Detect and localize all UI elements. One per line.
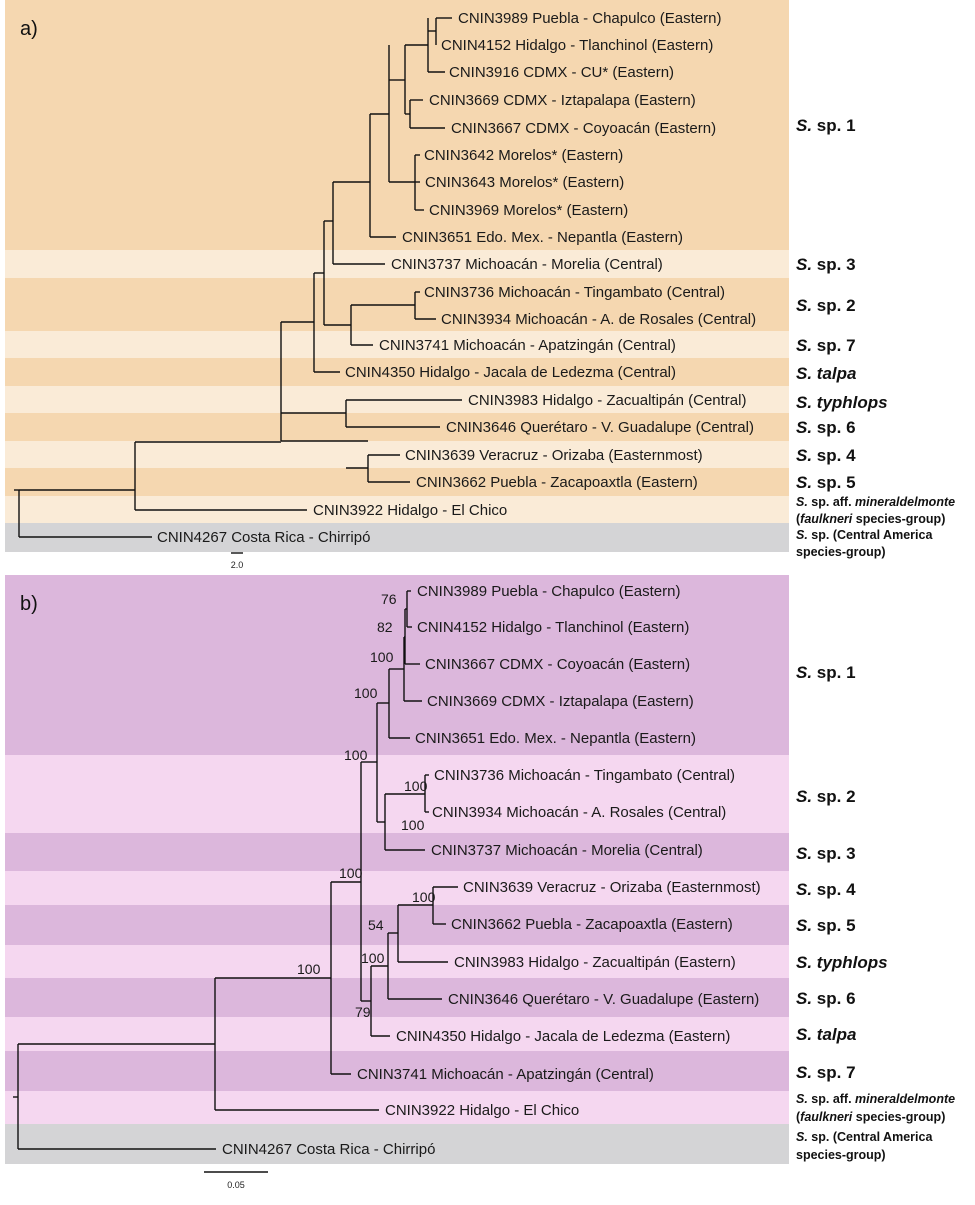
panel-a-tip-label: CNIN3741 Michoacán - Apatzingán (Central… [379,337,676,354]
panel-a-affinity-label-2: (faulkneri species-group) [796,512,945,526]
panel-b-support-value: 100 [339,865,363,881]
panel-b-support-value: 100 [354,685,378,701]
panel-a-tip-label: CNIN3989 Puebla - Chapulco (Eastern) [458,10,721,27]
panel-b-clade-label: S. sp. 3 [796,844,856,863]
panel-b-tip-label: CNIN3646 Querétaro - V. Guadalupe (Easte… [448,991,759,1008]
panel-a-tip-label: CNIN3646 Querétaro - V. Guadalupe (Centr… [446,419,754,436]
panel-b-band-4 [5,905,789,945]
panel-b-tip-label: CNIN3934 Michoacán - A. Rosales (Central… [432,804,726,821]
panel-b-central-america-label-2: species-group) [796,1148,886,1162]
panel-b-affinity-label-2: (faulkneri species-group) [796,1110,945,1124]
panel-a-letter: a) [20,18,38,40]
panel-b-band-2 [5,833,789,871]
panel-a-clade-label: S. sp. 3 [796,255,856,274]
panel-a-scale-label: 2.0 [231,560,244,570]
tree-labels: CNIN3989 Puebla - Chapulco (Eastern) CNIN… [20,10,955,1190]
panel-b-background-bands [5,575,789,1164]
panel-b-tip-label: CNIN4152 Hidalgo - Tlanchinol (Eastern) [417,619,689,636]
panel-a-clade-label: S. talpa [796,364,856,383]
panel-b-support-value: 76 [381,591,397,607]
panel-b-support-value: 100 [370,649,394,665]
panel-a-tip-label: CNIN3669 CDMX - Iztapalapa (Eastern) [429,92,696,109]
panel-a-tip-label: CNIN4267 Costa Rica - Chirripó [157,529,370,546]
panel-b-support-value: 79 [355,1004,371,1020]
panel-b-support-value: 100 [404,778,428,794]
panel-b-central-america-label: S. sp. (Central America [796,1130,933,1144]
panel-b-band-6 [5,978,789,1017]
panel-b-support-value: 100 [401,817,425,833]
panel-b-clade-label: S. talpa [796,1025,856,1044]
panel-b-band-8 [5,1051,789,1091]
panel-b-band-10 [5,1124,789,1164]
panel-a-tip-label: CNIN3639 Veracruz - Orizaba (Easternmost… [405,447,703,464]
panel-a-tip-label: CNIN3983 Hidalgo - Zacualtipán (Central) [468,392,746,409]
panel-b-tip-label: CNIN3639 Veracruz - Orizaba (Easternmost… [463,879,761,896]
panel-a-background-bands [5,0,789,552]
panel-b-clade-label: S. sp. 5 [796,916,856,935]
panel-b-tip-label: CNIN3989 Puebla - Chapulco (Eastern) [417,583,680,600]
panel-b-scale-label: 0.05 [227,1180,245,1190]
panel-b-tip-label: CNIN3922 Hidalgo - El Chico [385,1102,579,1119]
panel-b-tip-label: CNIN3983 Hidalgo - Zacualtipán (Eastern) [454,954,736,971]
panel-a-band-3 [5,331,789,358]
panel-a-clade-label: S. sp. 5 [796,473,856,492]
panel-b-letter: b) [20,593,38,615]
panel-b-clade-label: S. sp. 4 [796,880,856,899]
panel-b-clade-label: S. typhlops [796,953,888,972]
panel-a-band-1 [5,250,789,278]
panel-b-support-value: 100 [412,889,436,905]
panel-a-tip-label: CNIN3916 CDMX - CU* (Eastern) [449,64,674,81]
panel-a-band-0 [5,0,789,250]
panel-a-branches [14,17,462,538]
panel-a-central-america-label-2: species-group) [796,545,886,559]
panel-a-tip-label: CNIN4152 Hidalgo - Tlanchinol (Eastern) [441,37,713,54]
panel-a-tip-label: CNIN3642 Morelos* (Eastern) [424,147,623,164]
panel-b-band-0 [5,575,789,755]
panel-b-band-7 [5,1017,789,1051]
panel-a-tip-label: CNIN3934 Michoacán - A. de Rosales (Cent… [441,311,756,328]
panel-a-band-4 [5,358,789,386]
panel-a-tip-label: CNIN3662 Puebla - Zacapoaxtla (Eastern) [416,474,698,491]
panel-b-tip-label: CNIN3737 Michoacán - Morelia (Central) [431,842,703,859]
panel-b-clade-label: S. sp. 7 [796,1063,856,1082]
panel-a-central-america-label: S. sp. (Central America [796,528,933,542]
panel-b-band-5 [5,945,789,978]
panel-a-tip-label: CNIN3736 Michoacán - Tingambato (Central… [424,284,725,301]
panel-b-support-value: 100 [297,961,321,977]
panel-a-clade-label: S. sp. 6 [796,418,856,437]
panel-b-affinity-label: S. sp. aff. mineraldelmonte [796,1092,955,1106]
panel-b-clade-label: S. sp. 1 [796,663,856,682]
panel-a-tip-label: CNIN3667 CDMX - Coyoacán (Eastern) [451,120,716,137]
panel-a-clade-label: S. sp. 7 [796,336,856,355]
panel-a-affinity-label: S. sp. aff. mineraldelmonte [796,495,955,509]
panel-a-clade-label: S. typhlops [796,393,888,412]
panel-b-support-value: 100 [344,747,368,763]
panel-b-clade-label: S. sp. 6 [796,989,856,1008]
panel-b-tip-label: CNIN3651 Edo. Mex. - Nepantla (Eastern) [415,730,696,747]
panel-b-tip-label: CNIN3662 Puebla - Zacapoaxtla (Eastern) [451,916,733,933]
panel-b-support-value: 54 [368,917,384,933]
panel-a-tip-label: CNIN3651 Edo. Mex. - Nepantla (Eastern) [402,229,683,246]
panel-b-clade-label: S. sp. 2 [796,787,856,806]
panel-a-tip-label: CNIN3969 Morelos* (Eastern) [429,202,628,219]
panel-a-clade-label: S. sp. 2 [796,296,856,315]
panel-b-tip-label: CNIN3669 CDMX - Iztapalapa (Eastern) [427,693,694,710]
panel-a-tip-label: CNIN3643 Morelos* (Eastern) [425,174,624,191]
panel-b-branches [13,590,458,1150]
panel-b-tip-label: CNIN3667 CDMX - Coyoacán (Eastern) [425,656,690,673]
panel-b-band-9 [5,1091,789,1124]
panel-b-tip-label: CNIN3736 Michoacán - Tingambato (Central… [434,767,735,784]
panel-a-tip-label: CNIN4350 Hidalgo - Jacala de Ledezma (Ce… [345,364,676,381]
panel-b-band-3 [5,871,789,905]
panel-a-tip-label: CNIN3737 Michoacán - Morelia (Central) [391,256,663,273]
panel-b-support-value: 82 [377,619,393,635]
panel-a-clade-label: S. sp. 4 [796,446,856,465]
panel-b-tip-label: CNIN4267 Costa Rica - Chirripó [222,1141,435,1158]
panel-b-tip-label: CNIN3741 Michoacán - Apatzingán (Central… [357,1066,654,1083]
panel-b-tip-label: CNIN4350 Hidalgo - Jacala de Ledezma (Ea… [396,1028,730,1045]
panel-a-clade-label: S. sp. 1 [796,116,856,135]
panel-a-tip-label: CNIN3922 Hidalgo - El Chico [313,502,507,519]
panel-b-support-value: 100 [361,950,385,966]
